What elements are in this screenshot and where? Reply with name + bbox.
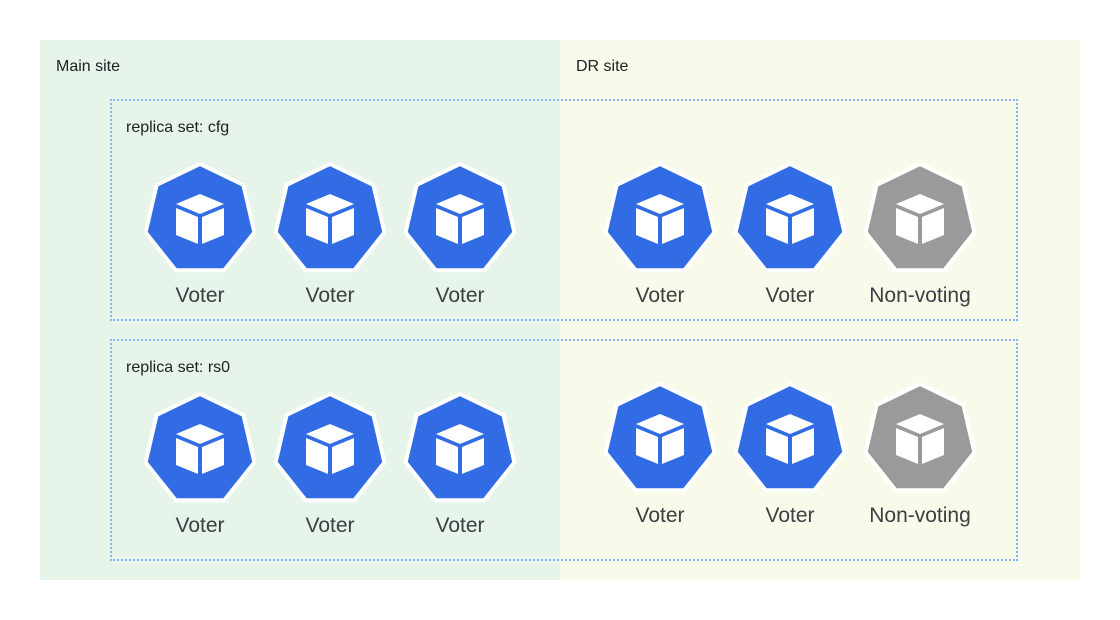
main-site-label: Main site	[56, 58, 121, 75]
cube-icon	[733, 382, 847, 493]
node-role-label: Voter	[305, 514, 355, 537]
cfg-main-node-3: Voter	[400, 160, 520, 310]
dr-site-label: DR site	[576, 58, 629, 75]
node-role-label: Voter	[175, 514, 225, 537]
rs0-main-node-2: Voter	[270, 390, 390, 540]
cfg-main-node-1: Voter	[140, 160, 260, 310]
cube-icon	[143, 392, 257, 503]
replica-set-cfg-box: replica set: cfg	[110, 99, 1018, 321]
cfg-dr-node-3: Non-voting	[860, 160, 980, 310]
replica-set-cfg-label: replica set: cfg	[126, 119, 230, 136]
cube-icon	[273, 162, 387, 273]
node-role-label: Voter	[435, 284, 485, 307]
node-role-label: Voter	[435, 514, 485, 537]
rs0-main-node-1: Voter	[140, 390, 260, 540]
cfg-dr-node-1: Voter	[600, 160, 720, 310]
cfg-main-node-2: Voter	[270, 160, 390, 310]
rs0-dr-node-3: Non-voting	[860, 380, 980, 530]
cube-icon	[603, 382, 717, 493]
cfg-dr-node-2: Voter	[730, 160, 850, 310]
cube-icon	[863, 382, 977, 493]
node-role-label: Voter	[765, 284, 815, 307]
cube-icon	[143, 162, 257, 273]
node-role-label: Voter	[765, 504, 815, 527]
node-role-label: Non-voting	[869, 504, 971, 527]
cube-icon	[863, 162, 977, 273]
rs0-dr-node-2: Voter	[730, 380, 850, 530]
node-role-label: Voter	[635, 284, 685, 307]
replica-set-rs0-box: replica set: rs0	[110, 339, 1018, 561]
node-role-label: Non-voting	[869, 284, 971, 307]
rs0-dr-node-1: Voter	[600, 380, 720, 530]
cube-icon	[733, 162, 847, 273]
cube-icon	[403, 162, 517, 273]
cube-icon	[403, 392, 517, 503]
node-role-label: Voter	[175, 284, 225, 307]
node-role-label: Voter	[635, 504, 685, 527]
rs0-main-node-3: Voter	[400, 390, 520, 540]
cube-icon	[273, 392, 387, 503]
cube-icon	[603, 162, 717, 273]
replica-set-rs0-label: replica set: rs0	[126, 359, 231, 376]
node-role-label: Voter	[305, 284, 355, 307]
